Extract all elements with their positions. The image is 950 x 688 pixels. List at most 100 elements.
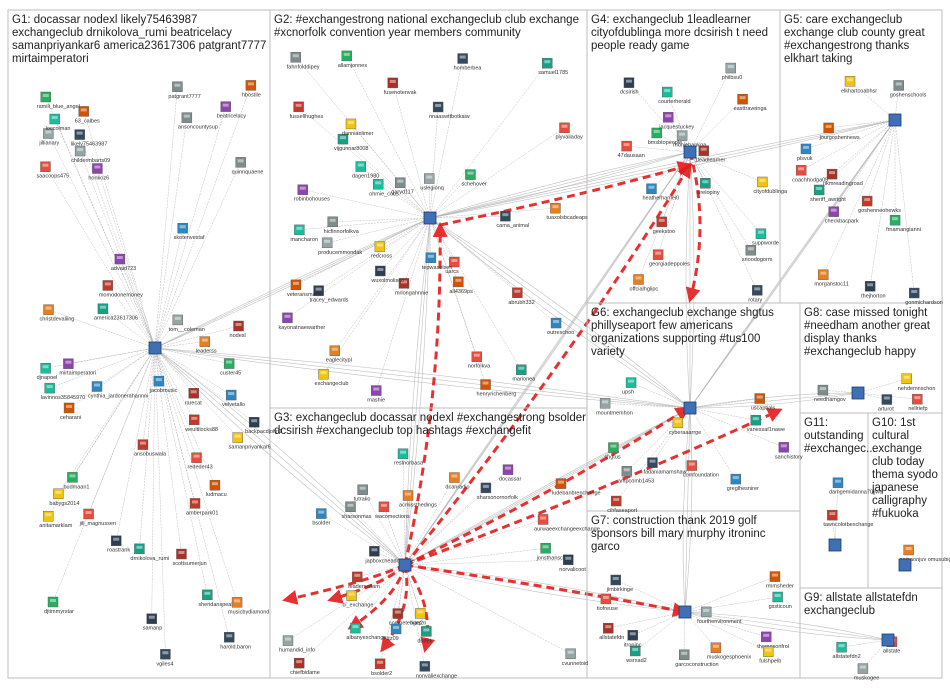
- node-rmmsheder[interactable]: rmmsheder: [766, 571, 794, 590]
- node-courterherald[interactable]: courterherald: [658, 86, 691, 105]
- node-goshenneohewks[interactable]: goshenneohewks: [858, 195, 901, 214]
- node-dcanradio[interactable]: dcanradio: [445, 472, 470, 491]
- hub-node-g3[interactable]: [398, 558, 412, 572]
- node-comnetebges[interactable]: comnetebges: [389, 608, 422, 627]
- node-anitamarklam[interactable]: anitamarklam: [39, 511, 73, 529]
- node-goshenschools[interactable]: goshenschools: [890, 80, 927, 98]
- node-jimbirkinge[interactable]: jimbirkinge: [606, 574, 633, 593]
- node-offcialhglipc[interactable]: offcialhglipc: [630, 274, 659, 292]
- node-garcoconstruction[interactable]: garcoconstruction: [675, 649, 719, 668]
- node-jonsthanscherf[interactable]: jonsthanscherf: [536, 543, 573, 561]
- node-nonvaliexchange[interactable]: nonvaliexchange: [416, 661, 457, 679]
- node-gonmichardson[interactable]: gonmichardson: [905, 287, 943, 306]
- node-fusenotenvak[interactable]: fusenotenvak: [384, 77, 417, 96]
- node-samaonjuv-omusubigumi[interactable]: samaonjuv omusubigumi: [900, 544, 950, 563]
- node-rotary[interactable]: rotary: [748, 285, 763, 303]
- node-ramili-blue-angel[interactable]: ramili_blue_angel: [37, 91, 80, 110]
- node-cvunnetoid[interactable]: cvunnetoid: [562, 648, 589, 667]
- node-fadaniamamshaw[interactable]: fadaniamamshaw: [643, 457, 687, 476]
- node-mrlongahnnie[interactable]: mrlongahnnie: [395, 278, 428, 296]
- node-lavinnos35845970[interactable]: lavinnos35845970: [41, 382, 86, 401]
- node-loccolman[interactable]: loccolman: [46, 113, 71, 132]
- node-sheriff-awright[interactable]: sheriff_awright: [810, 184, 846, 203]
- node-bmsbtopeople[interactable]: bmsbtopeople: [648, 127, 683, 146]
- node-checkbacpark[interactable]: checkbacpark: [825, 206, 859, 225]
- node-63-calbes[interactable]: 63_calbes: [75, 106, 100, 124]
- node-nehdemnschon[interactable]: nehdemnschon: [898, 373, 936, 392]
- node-ampcomb1453[interactable]: ampcomb1453: [618, 466, 654, 484]
- node-samuel1785[interactable]: samuel1785: [538, 57, 568, 76]
- node-jourgoshennews[interactable]: jourgoshennews: [819, 122, 860, 141]
- node-homberbea[interactable]: homberbea: [454, 53, 483, 72]
- node-chiefbidame[interactable]: chiefbidame: [290, 657, 320, 676]
- node-producemmondak[interactable]: producemmondak: [318, 237, 362, 256]
- node-schehover[interactable]: schehover: [461, 169, 487, 188]
- node-mirtaimperatori[interactable]: mirtaimperatori: [59, 358, 96, 377]
- node-itroninc[interactable]: itroninc: [624, 630, 642, 648]
- node-upsh[interactable]: upsh: [622, 377, 637, 396]
- node-tuaxolsbcadeaps[interactable]: tuaxolsbcadeaps: [546, 202, 588, 221]
- node-restnorbasa[interactable]: restnorbasa: [394, 448, 424, 467]
- node-budmaan1[interactable]: budmaan1: [63, 472, 89, 490]
- node-ceharani[interactable]: ceharani: [60, 402, 81, 421]
- node-garyd117[interactable]: garyd117: [391, 177, 414, 196]
- node-babygs2014[interactable]: babygs2014: [49, 488, 79, 507]
- node-japboxcheadchange[interactable]: japboxcheadchange: [364, 546, 415, 564]
- node-wacomections[interactable]: wacomections: [374, 501, 410, 520]
- node-redcross[interactable]: redcross: [371, 241, 392, 260]
- hub-node-g9[interactable]: [881, 633, 895, 647]
- node-coachhodga05[interactable]: coachhodga05: [792, 165, 828, 183]
- node-allstatefdn[interactable]: allstatefdn: [599, 622, 624, 641]
- node-leaderss[interactable]: leaderss: [196, 336, 217, 355]
- node-dannianlimer[interactable]: dannianlimer: [342, 118, 374, 137]
- node-itz09[interactable]: itz09: [387, 623, 402, 642]
- node-uscaptials[interactable]: uscaptials: [751, 393, 776, 412]
- node-rikmreadingroad[interactable]: rikmreadingroad: [823, 168, 863, 187]
- node-likely75463987[interactable]: likely75463987: [71, 129, 108, 148]
- hub-node-g8[interactable]: [851, 386, 865, 400]
- node-easttraveinga[interactable]: easttraveinga: [734, 93, 768, 112]
- node-harold-baron[interactable]: harold.baron: [220, 632, 251, 650]
- node-jacquestuckey[interactable]: jacquestuckey: [658, 112, 694, 130]
- node-albanyexchange[interactable]: albanyexchange: [346, 622, 386, 641]
- node-advaid723[interactable]: advaid723: [111, 253, 136, 272]
- node-fourthenvironment[interactable]: fourthenvironment: [697, 606, 742, 625]
- node-backpacdjohn1[interactable]: backpacdjohn1: [245, 417, 282, 435]
- node-norvalicoot[interactable]: norvalicoot: [559, 554, 586, 573]
- hub-node-g2[interactable]: [423, 211, 437, 225]
- node-plsvuk[interactable]: plsvuk: [797, 143, 813, 162]
- node-srioodogorm[interactable]: srioodogorm: [742, 245, 773, 263]
- node-sharsonornorfolk[interactable]: sharsonornorfolk: [477, 482, 518, 501]
- node-ci-exchange[interactable]: ci_exchange: [343, 590, 374, 609]
- node-sheridanspeak[interactable]: sheridanspeak: [198, 589, 234, 608]
- node-veteransmatter[interactable]: veteransmatter: [287, 279, 324, 298]
- node-marionea[interactable]: marionea: [512, 364, 536, 383]
- node-ansobuswala[interactable]: ansobuswala: [134, 439, 167, 458]
- node-elkhartcoabhsr[interactable]: elkhartcoabhsr: [841, 76, 877, 94]
- node-comfoundation[interactable]: comfoundation: [683, 460, 719, 479]
- node-heatherhamei0[interactable]: heatherhamei0: [642, 183, 679, 202]
- hub-node-g7[interactable]: [678, 605, 692, 619]
- node-wuxolmolisco[interactable]: wuxolmolisco: [370, 265, 404, 284]
- node-docassar[interactable]: docassar: [499, 464, 521, 483]
- node-cityofdublinga[interactable]: cityofdublinga: [753, 176, 788, 195]
- node-fulshpelb[interactable]: fulshpelb: [759, 646, 781, 665]
- node-bsolder2[interactable]: bsolder2: [371, 658, 392, 677]
- node-dudek[interactable]: dudek: [417, 626, 433, 644]
- node-ludebanbrenchange[interactable]: ludebanbrenchange: [552, 478, 601, 497]
- node-sanchistory[interactable]: sanchistory: [775, 442, 803, 460]
- node-sirelopiny[interactable]: sirelopiny: [696, 178, 720, 196]
- node-mancharon[interactable]: mancharon: [290, 224, 318, 243]
- node-muskogee[interactable]: muskogee: [854, 663, 879, 682]
- node-uarcs[interactable]: uarcs: [445, 256, 460, 275]
- node-tepwaselsen[interactable]: tepwaselsen: [422, 252, 453, 271]
- node-jacobmusic[interactable]: jacobmusic: [149, 375, 178, 394]
- node-tracey-edwards[interactable]: tracey_edwards: [310, 285, 349, 304]
- hub-node-g1[interactable]: [148, 341, 162, 355]
- node-fahnfolddipey[interactable]: fahnfolddipey: [287, 52, 320, 70]
- node-sharsonmas[interactable]: sharsonmas: [342, 501, 372, 520]
- node-needhamgov[interactable]: needhamgov: [814, 384, 846, 403]
- node-leaderssdam[interactable]: leaderssdam: [348, 571, 380, 590]
- node-fussellhughes[interactable]: fussellhughes: [290, 101, 324, 120]
- node-cynthia-jardonerahannni[interactable]: cynthia_jardonerahannni: [88, 381, 148, 400]
